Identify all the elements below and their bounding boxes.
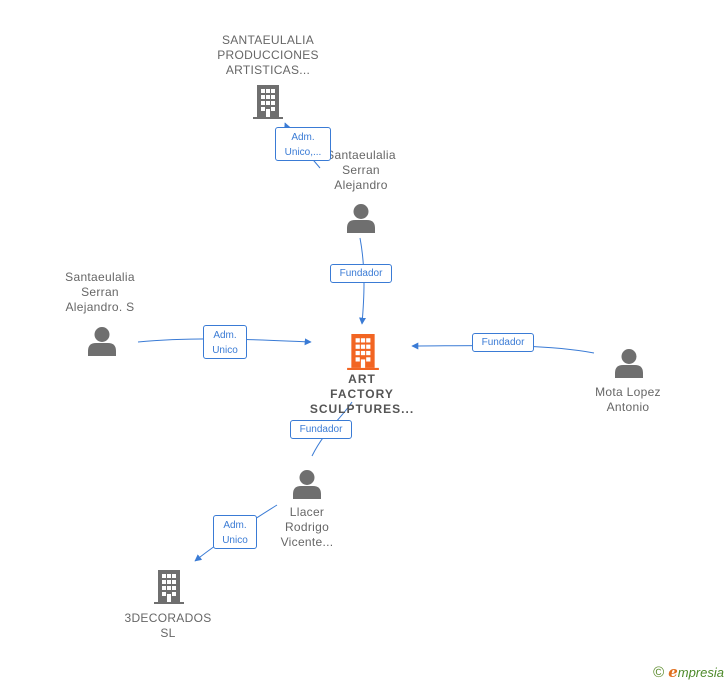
relation-badge-fundador[interactable]: Fundador xyxy=(472,333,534,352)
badge-line: Fundador xyxy=(339,268,383,279)
node-label: Alejandro. S xyxy=(65,300,135,314)
node-label: Antonio xyxy=(606,400,650,414)
person-icon[interactable] xyxy=(88,327,116,356)
brand-name: mpresia xyxy=(677,665,724,680)
node-santaeulalia-producciones[interactable]: SANTAEULALIA PRODUCCIONES ARTISTICAS... xyxy=(198,33,338,78)
edge-fundador-top xyxy=(359,237,367,325)
node-label: 3DECORADOS xyxy=(124,611,212,625)
badge-line: Adm. xyxy=(213,330,237,341)
node-label: Alejandro xyxy=(334,178,388,192)
node-label: Serran xyxy=(81,285,119,299)
relation-badge-adm-unico[interactable]: Adm. Unico xyxy=(213,515,257,549)
relation-badge-adm-unico[interactable]: Adm. Unico xyxy=(203,325,247,359)
empresia-logo: ©empresia xyxy=(653,663,724,681)
node-santaeulalia-serran-alejandro-s[interactable]: Santaeulalia Serran Alejandro. S xyxy=(45,270,155,315)
node-label: ARTISTICAS... xyxy=(225,63,311,77)
node-label: Llacer xyxy=(289,505,325,519)
node-label: ART xyxy=(348,372,376,386)
badge-line: Adm. xyxy=(291,132,315,143)
node-label: SCULPTURES... xyxy=(309,402,415,416)
copyright-icon: © xyxy=(653,664,665,681)
relation-badge-fundador[interactable]: Fundador xyxy=(330,264,392,283)
badge-line: Unico,... xyxy=(284,147,322,158)
node-label: SL xyxy=(160,626,176,640)
building-icon[interactable] xyxy=(154,570,184,604)
node-label: Santaeulalia xyxy=(326,148,396,162)
node-label: SANTAEULALIA xyxy=(221,33,315,47)
node-santaeulalia-serran-alejandro[interactable]: Santaeulalia Serran Alejandro xyxy=(311,148,411,193)
node-art-factory[interactable]: ART FACTORY SCULPTURES... xyxy=(302,372,422,417)
node-label: FACTORY xyxy=(330,387,394,401)
badge-line: Fundador xyxy=(299,424,343,435)
node-label: Santaeulalia xyxy=(65,270,135,284)
node-llacer-rodrigo[interactable]: Llacer Rodrigo Vicente... xyxy=(257,505,357,550)
node-3decorados[interactable]: 3DECORADOS SL xyxy=(118,611,218,641)
relation-badge-fundador[interactable]: Fundador xyxy=(290,420,352,439)
relation-badge-adm-unico[interactable]: Adm. Unico,... xyxy=(275,127,331,161)
brand-e: e xyxy=(668,663,678,681)
node-label: PRODUCCIONES xyxy=(217,48,319,62)
badge-line: Unico xyxy=(222,535,248,546)
node-mota-lopez-antonio[interactable]: Mota Lopez Antonio xyxy=(578,385,678,415)
node-label: Serran xyxy=(342,163,380,177)
node-label: Mota Lopez xyxy=(595,385,661,399)
building-main-icon[interactable] xyxy=(347,334,379,370)
person-icon[interactable] xyxy=(293,470,321,499)
node-label: Rodrigo xyxy=(284,520,330,534)
person-icon[interactable] xyxy=(347,204,375,233)
node-label: Vicente... xyxy=(280,535,334,549)
badge-line: Unico xyxy=(212,345,238,356)
building-icon[interactable] xyxy=(253,85,283,119)
person-icon[interactable] xyxy=(615,349,643,378)
badge-line: Adm. xyxy=(223,520,247,531)
badge-line: Fundador xyxy=(481,337,525,348)
